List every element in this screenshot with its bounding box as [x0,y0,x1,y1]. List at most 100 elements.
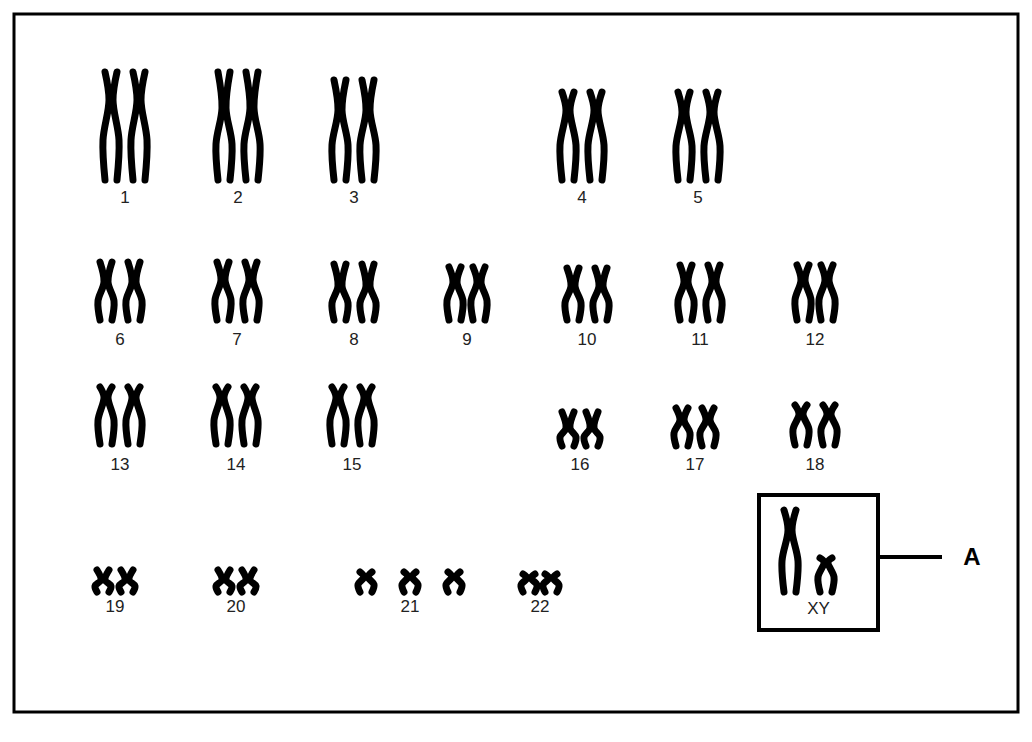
chromatid [560,412,566,446]
chromosome-number: 19 [106,597,125,617]
chromatid [674,408,680,446]
chromatid [216,570,222,592]
chromatid [332,264,338,320]
chromatid [360,80,366,180]
chromatid [782,510,788,592]
chromosome-number: 14 [227,455,246,475]
chromosome-number: 10 [578,330,597,350]
chromatid [565,268,571,320]
chromatid [368,387,374,444]
chromosome-number: 13 [111,455,130,475]
chromatid [215,262,221,320]
chromatid [531,574,537,592]
chromatid [684,408,690,446]
chromatid [113,72,119,180]
chromatid [105,570,111,592]
chromosome-number: 2 [233,188,242,208]
chromatid [253,262,259,320]
chromatid [126,262,132,320]
chromatid [706,265,712,320]
chromatid [370,264,376,320]
chromosome-number: 15 [343,455,362,475]
chromatid [688,265,694,320]
chromatid [588,92,594,180]
chromosome-number: 17 [686,455,705,475]
chromatid [216,72,222,180]
chromosome-number: 22 [531,597,550,617]
chromatid [119,570,125,592]
box-label: XY [807,599,830,628]
chromatid [792,510,798,592]
chromatid [447,267,453,320]
chromatid [831,405,837,445]
chromosome-number: 21 [401,597,420,617]
chromatid [805,265,811,320]
chromatid [98,387,104,444]
chromosome-number: 12 [806,330,825,350]
chromosome-number: 16 [571,455,590,475]
chromatid [340,387,346,444]
chromatid [818,558,824,592]
frame [14,14,1018,712]
chromatid [136,262,142,320]
chromatid [243,262,249,320]
chromatid [103,72,109,180]
chromatid [553,574,559,592]
chromatid [402,572,408,592]
leader-line [880,555,942,559]
chromatid [368,572,374,592]
chromosome-number: 11 [691,330,709,350]
chromatid [446,572,452,592]
chromatid [570,92,576,180]
chromatid [700,408,706,446]
chromatid [584,412,590,446]
chromosome-number: 6 [115,330,124,350]
chromosomes [95,72,837,592]
chromatid [370,80,376,180]
chromatid [594,412,600,446]
chromatid [242,387,248,444]
chromosome-number: 7 [232,330,241,350]
chromatid [412,572,418,592]
chromosome-number: 9 [462,330,471,350]
chromatid [226,72,232,180]
chromosome-number: 1 [120,188,129,208]
sex-chromosome-box: XY [757,493,880,632]
chromosome-number: 3 [349,188,358,208]
chromatid [342,264,348,320]
chromatid [98,262,104,320]
chromatid [108,262,114,320]
chromatid [330,387,336,444]
chromatid [471,267,477,320]
chromatid [95,570,101,592]
chromatid [570,412,576,446]
chromatid [252,387,258,444]
chromosome-number: 8 [349,330,358,350]
chromatid [226,570,232,592]
chromatid [795,265,801,320]
chromatid [358,572,364,592]
chromatid [714,92,720,180]
chromatid [136,387,142,444]
chromatid [560,92,566,180]
chromatid [803,405,809,445]
chromatid [676,92,682,180]
chromatid [678,265,684,320]
chromosome-number: 20 [227,597,246,617]
chromatid [456,572,462,592]
chromatid [254,72,260,180]
chromatid [131,72,137,180]
chromatid [358,387,364,444]
chromatid [141,72,147,180]
chromatid [593,268,599,320]
chromatid [543,574,549,592]
chromatid [240,570,246,592]
chromatid [710,408,716,446]
chromatid [342,80,348,180]
chromatid [129,570,135,592]
chromatid [704,92,710,180]
chromatid [244,72,250,180]
chromatid [521,574,527,592]
chromatid [603,268,609,320]
chromatid [598,92,604,180]
